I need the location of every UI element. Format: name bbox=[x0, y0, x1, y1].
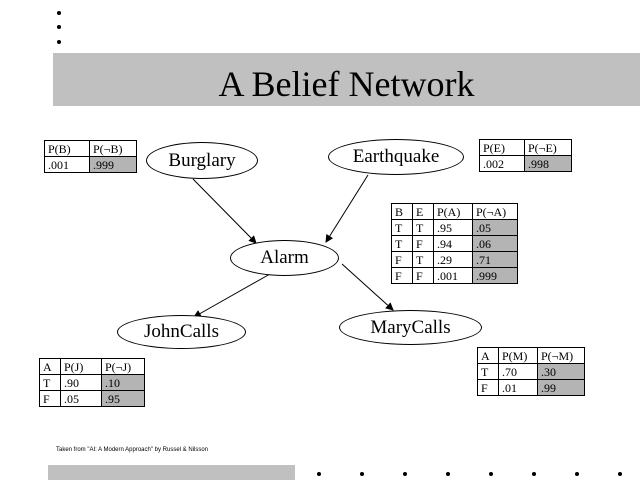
cpt-cell: F bbox=[391, 267, 413, 284]
source-credit: Taken from "AI: A Modern Approach" by Ru… bbox=[56, 447, 208, 453]
johncalls-node: JohnCalls bbox=[117, 315, 246, 349]
cpt-cell: .29 bbox=[433, 251, 473, 268]
cpt-header: P(¬J) bbox=[101, 358, 145, 375]
cpt-header: P(A) bbox=[433, 203, 473, 220]
footer-dot bbox=[489, 472, 493, 476]
cpt-header: P(E) bbox=[479, 139, 525, 156]
edge-earthquake-alarm bbox=[325, 174, 369, 243]
cpt-cell: .10 bbox=[101, 374, 145, 391]
cpt-cell: F bbox=[412, 235, 434, 252]
cpt-alarm: B E P(A) P(¬A) T T .95 .05 T F .94 .06 F… bbox=[391, 203, 518, 284]
edge-burglary-alarm bbox=[192, 178, 257, 244]
cpt-cell: .998 bbox=[524, 155, 572, 172]
cpt-cell: .999 bbox=[472, 267, 518, 284]
cpt-cell: .01 bbox=[498, 379, 538, 396]
cpt-cell: T bbox=[391, 235, 413, 252]
cpt-cell: F bbox=[391, 251, 413, 268]
cpt-header: A bbox=[477, 347, 499, 364]
cpt-cell: .002 bbox=[479, 155, 525, 172]
footer-dot bbox=[575, 472, 579, 476]
cpt-header: B bbox=[391, 203, 413, 220]
cpt-cell: F bbox=[412, 267, 434, 284]
bullet-dot bbox=[57, 11, 61, 15]
cpt-cell: .30 bbox=[537, 363, 585, 380]
cpt-cell: .90 bbox=[60, 374, 102, 391]
bullet-dot bbox=[57, 40, 61, 44]
cpt-header: P(J) bbox=[60, 358, 102, 375]
footer-dot bbox=[403, 472, 407, 476]
cpt-burglary: P(B) P(¬B) .001 .999 bbox=[44, 140, 137, 173]
cpt-cell: F bbox=[39, 390, 61, 407]
footer-dot bbox=[446, 472, 450, 476]
cpt-cell: .05 bbox=[472, 219, 518, 236]
cpt-header: P(¬B) bbox=[89, 140, 137, 157]
footer-dot bbox=[317, 472, 321, 476]
edge-alarm-marycalls bbox=[341, 263, 394, 311]
cpt-cell: .95 bbox=[101, 390, 145, 407]
cpt-header: P(¬E) bbox=[524, 139, 572, 156]
cpt-header: P(¬M) bbox=[537, 347, 585, 364]
cpt-cell: T bbox=[391, 219, 413, 236]
cpt-header: P(B) bbox=[44, 140, 90, 157]
edge-alarm-johncalls bbox=[193, 273, 271, 318]
cpt-cell: T bbox=[39, 374, 61, 391]
cpt-marycalls: A P(M) P(¬M) T .70 .30 F .01 .99 bbox=[477, 347, 585, 396]
cpt-cell: .001 bbox=[433, 267, 473, 284]
cpt-cell: .05 bbox=[60, 390, 102, 407]
cpt-earthquake: P(E) P(¬E) .002 .998 bbox=[479, 139, 572, 172]
bullet-dot bbox=[57, 25, 61, 29]
cpt-cell: .71 bbox=[472, 251, 518, 268]
cpt-cell: .06 bbox=[472, 235, 518, 252]
cpt-cell: .99 bbox=[537, 379, 585, 396]
footer-dot bbox=[360, 472, 364, 476]
cpt-header: E bbox=[412, 203, 434, 220]
footer-dot bbox=[618, 472, 622, 476]
marycalls-node: MaryCalls bbox=[339, 310, 482, 345]
slide-title: A Belief Network bbox=[218, 64, 475, 104]
cpt-cell: .95 bbox=[433, 219, 473, 236]
cpt-cell: .94 bbox=[433, 235, 473, 252]
cpt-header: A bbox=[39, 358, 61, 375]
footer-dot bbox=[532, 472, 536, 476]
burglary-node: Burglary bbox=[146, 142, 258, 179]
cpt-cell: .70 bbox=[498, 363, 538, 380]
footer-band bbox=[48, 465, 295, 480]
cpt-cell: T bbox=[412, 219, 434, 236]
cpt-johncalls: A P(J) P(¬J) T .90 .10 F .05 .95 bbox=[39, 358, 145, 407]
cpt-cell: T bbox=[477, 363, 499, 380]
cpt-cell: .999 bbox=[89, 156, 137, 173]
alarm-node: Alarm bbox=[230, 240, 339, 276]
cpt-header: P(M) bbox=[498, 347, 538, 364]
cpt-cell: .001 bbox=[44, 156, 90, 173]
cpt-cell: F bbox=[477, 379, 499, 396]
cpt-header: P(¬A) bbox=[472, 203, 518, 220]
title-band: A Belief Network bbox=[53, 53, 640, 106]
cpt-cell: T bbox=[412, 251, 434, 268]
earthquake-node: Earthquake bbox=[328, 139, 464, 175]
